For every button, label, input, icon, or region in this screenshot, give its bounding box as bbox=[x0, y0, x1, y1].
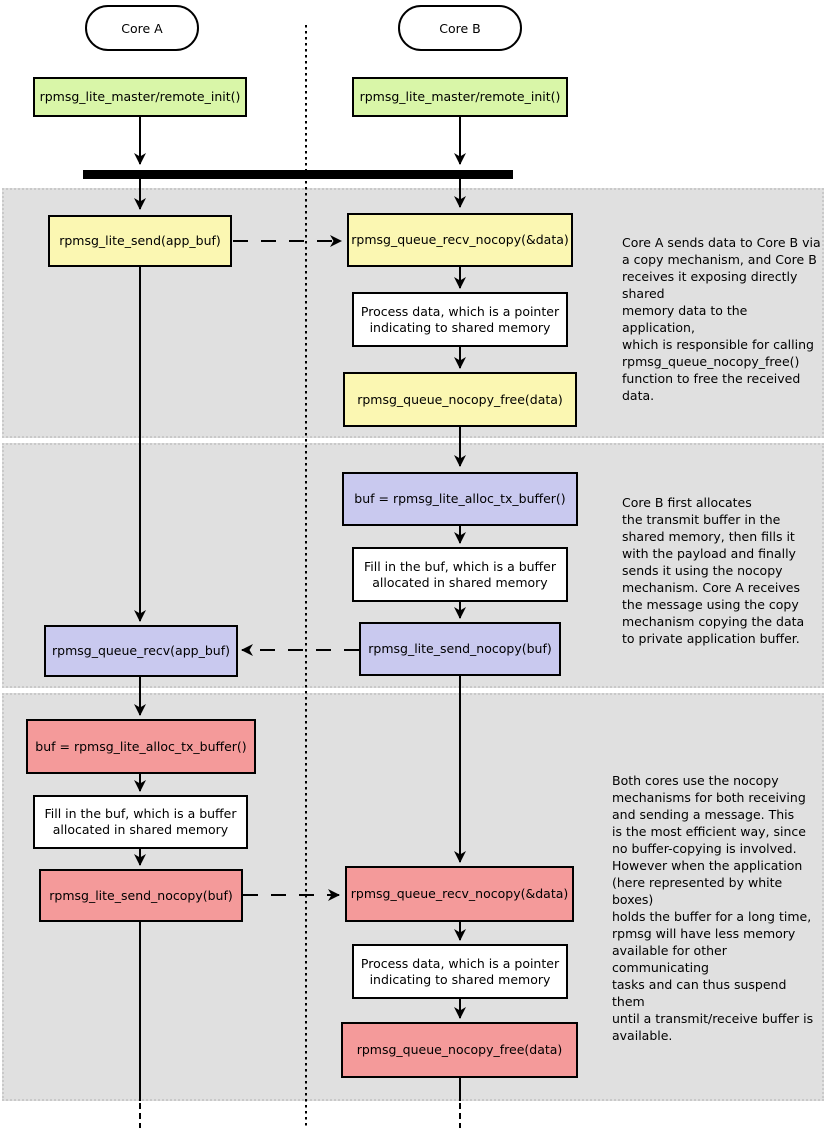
box-process-data-s3: Process data, which is a pointer indicat… bbox=[352, 944, 568, 999]
core-a-lifeline-head: Core A bbox=[85, 5, 199, 51]
sync-bar bbox=[83, 170, 513, 179]
core-b-lifeline-head: Core B bbox=[398, 5, 522, 51]
box-rpmsg-lite-send-nocopy-s2: rpmsg_lite_send_nocopy(buf) bbox=[359, 622, 561, 676]
note-nocopy-both: Both cores use the nocopy mechanisms for… bbox=[612, 773, 814, 1043]
core-b-label: Core B bbox=[439, 20, 481, 36]
box-rpmsg-queue-nocopy-free-s3: rpmsg_queue_nocopy_free(data) bbox=[341, 1022, 578, 1078]
note-nocopy-b-to-a: Core B first allocates the transmit buff… bbox=[622, 495, 805, 646]
core-a-label: Core A bbox=[121, 20, 163, 36]
box-alloc-tx-buffer-s2: buf = rpmsg_lite_alloc_tx_buffer() bbox=[342, 472, 578, 526]
box-alloc-tx-buffer-s3: buf = rpmsg_lite_alloc_tx_buffer() bbox=[26, 719, 256, 774]
init-box-core-b: rpmsg_lite_master/remote_init() bbox=[352, 77, 568, 117]
box-fill-buf-s3: Fill in the buf, which is a buffer alloc… bbox=[33, 795, 248, 849]
box-rpmsg-queue-recv-nocopy-s3: rpmsg_queue_recv_nocopy(&data) bbox=[345, 866, 574, 922]
box-rpmsg-queue-nocopy-free-s1: rpmsg_queue_nocopy_free(data) bbox=[343, 372, 577, 427]
box-process-data-s1: Process data, which is a pointer indicat… bbox=[352, 292, 568, 347]
box-rpmsg-lite-send: rpmsg_lite_send(app_buf) bbox=[48, 215, 232, 267]
note-copy-mechanism: Core A sends data to Core B via a copy m… bbox=[622, 235, 821, 403]
box-fill-buf-s2: Fill in the buf, which is a buffer alloc… bbox=[352, 547, 568, 602]
init-box-core-a: rpmsg_lite_master/remote_init() bbox=[33, 77, 247, 117]
box-rpmsg-lite-send-nocopy-s3: rpmsg_lite_send_nocopy(buf) bbox=[39, 869, 243, 922]
box-rpmsg-queue-recv-nocopy-s1: rpmsg_queue_recv_nocopy(&data) bbox=[347, 213, 573, 267]
box-rpmsg-queue-recv: rpmsg_queue_recv(app_buf) bbox=[44, 625, 238, 677]
